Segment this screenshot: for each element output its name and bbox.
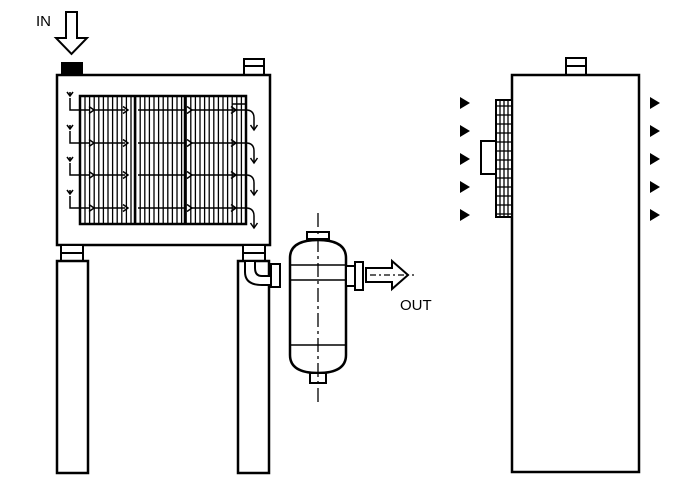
flow-arrowhead <box>122 203 130 213</box>
outlet-arrow-icon <box>365 258 410 292</box>
right-leg <box>236 259 271 475</box>
airflow-triangle-icon <box>650 97 660 109</box>
flow-arrowhead <box>249 189 259 197</box>
front-view: IN <box>36 11 432 475</box>
flow-inlet-stub <box>66 189 74 196</box>
flow-arrowhead <box>249 222 259 230</box>
flow-line <box>69 131 90 144</box>
flow-path-arrows <box>66 91 259 230</box>
airflow-triangle-icon <box>650 209 660 221</box>
side-view <box>460 57 660 474</box>
airflow-in-markers <box>460 97 470 221</box>
flow-line <box>232 142 255 163</box>
inlet-fitting <box>61 62 83 75</box>
left-leg <box>55 259 90 475</box>
flow-line <box>69 98 90 111</box>
bottom-left-fitting <box>60 244 84 262</box>
top-right-fitting <box>243 58 265 76</box>
airflow-triangle-icon <box>460 181 470 193</box>
airflow-triangle-icon <box>650 153 660 165</box>
flow-arrowhead <box>249 157 259 165</box>
side-housing <box>510 73 641 474</box>
fin-matrix <box>78 94 248 226</box>
flow-arrowhead <box>122 105 130 115</box>
fan-shroud <box>480 99 513 218</box>
separator-outlet-nozzle <box>345 261 364 291</box>
airflow-triangle-icon <box>460 97 470 109</box>
separator-inlet-flange <box>270 263 281 288</box>
airflow-triangle-icon <box>460 125 470 137</box>
flow-line <box>232 109 255 130</box>
bottom-right-fitting <box>242 244 266 262</box>
flow-arrowhead <box>122 138 130 148</box>
airflow-triangle-icon <box>460 209 470 221</box>
flow-line <box>232 174 255 195</box>
airflow-triangle-icon <box>650 125 660 137</box>
flow-arrowhead <box>249 124 259 132</box>
airflow-triangle-icon <box>650 181 660 193</box>
airflow-out-markers <box>650 97 660 221</box>
flow-inlet-stub <box>66 91 74 98</box>
flow-inlet-stub <box>66 124 74 131</box>
airflow-triangle-icon <box>460 153 470 165</box>
inlet-arrow-icon <box>53 11 90 56</box>
flow-arrowhead <box>122 170 130 180</box>
flow-line <box>232 207 255 228</box>
separator-vessel <box>288 213 348 403</box>
flow-line <box>69 163 90 176</box>
flow-line <box>69 196 90 209</box>
flow-inlet-stub <box>66 156 74 163</box>
inlet-label: IN <box>36 13 51 30</box>
side-top-fitting <box>565 57 587 76</box>
outlet-label: OUT <box>400 297 432 314</box>
